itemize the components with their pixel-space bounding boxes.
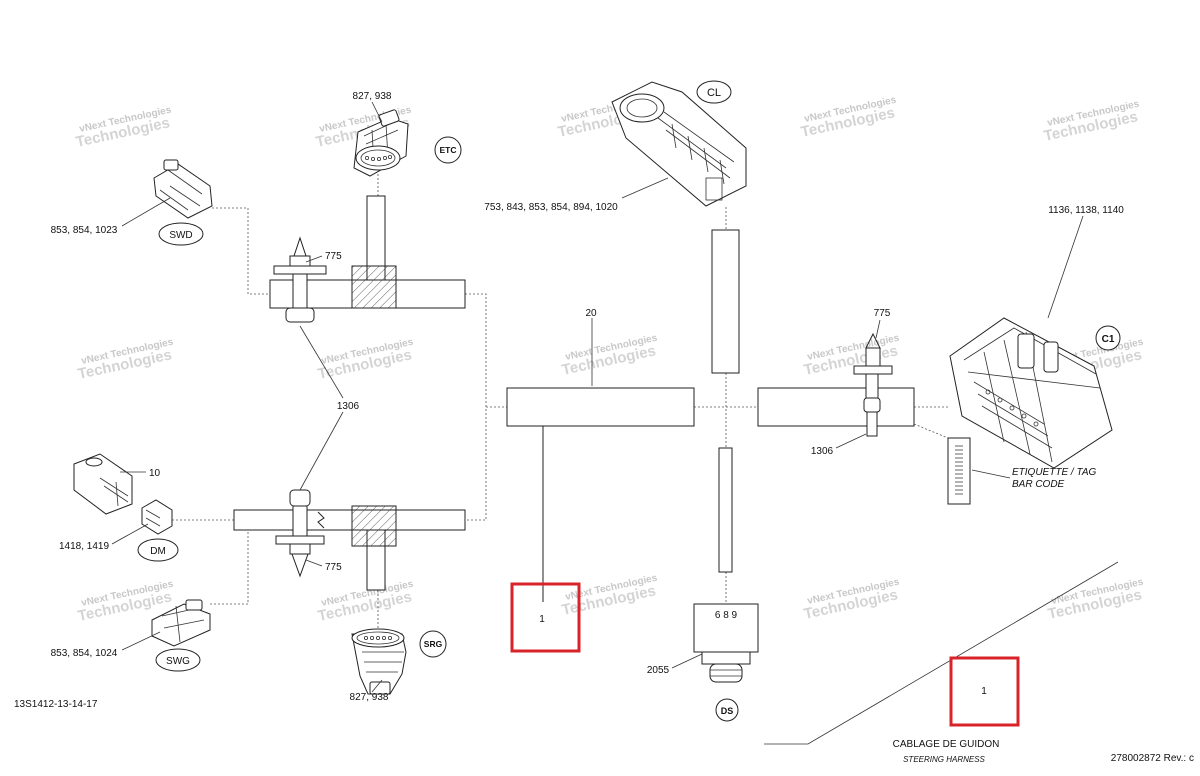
sleeve-callout-left: 1306 (337, 401, 360, 412)
title-french: CABLAGE DE GUIDON (893, 739, 1000, 750)
ds-part-number: 2055 (647, 665, 670, 676)
upper-left-junction-sleeve (351, 265, 397, 309)
dm-connector-label[interactable]: DM (137, 538, 179, 562)
highlight-box-right-label: 1 (981, 686, 987, 697)
swd-connector-label[interactable]: SWD (158, 222, 204, 246)
highlight-box-right[interactable]: 1 (949, 656, 1020, 727)
etc-connector-illustration (353, 109, 409, 177)
cl-part-numbers: 753, 843, 853, 854, 894, 1020 (484, 202, 618, 213)
harness-routing-lines (172, 162, 950, 628)
right-clip (853, 332, 893, 437)
cl-connector-illustration (611, 81, 747, 207)
clip-callout-right: 775 (874, 308, 891, 319)
barcode-tag-illustration (947, 437, 971, 505)
drawing-id: 13S1412-13-14-17 (14, 699, 98, 710)
leader-lines (111, 101, 1119, 745)
etc-connector-label[interactable]: ETC (434, 136, 462, 164)
srg-connector-illustration (351, 628, 407, 695)
right-harness-body (757, 387, 915, 427)
dm-connector-illustration (141, 499, 173, 535)
clip-callout-lower-left: 775 (325, 562, 342, 573)
etc-label-text: ETC (440, 145, 457, 155)
swg-label-text: SWG (166, 656, 190, 667)
lower-left-junction-sleeve (351, 505, 397, 547)
main-harness-body (506, 387, 695, 427)
ds-connector-label[interactable]: DS (715, 698, 739, 722)
swd-part-numbers: 853, 854, 1023 (51, 225, 118, 236)
srg-label-text: SRG (424, 639, 443, 649)
srg-connector-label[interactable]: SRG (419, 630, 447, 658)
ds-pin-numbers: 6 8 9 (715, 610, 738, 621)
harness-branch-upper-left (269, 195, 466, 323)
clip-callout-upper-left: 775 (325, 251, 342, 262)
harness-center (506, 229, 915, 602)
srg-part-numbers: 827, 938 (350, 692, 389, 703)
cl-connector-label[interactable]: CL (696, 80, 732, 104)
ds-connector-illustration (693, 603, 759, 683)
swd-connector-illustration (153, 159, 213, 219)
sleeve-callout-right: 1306 (811, 446, 834, 457)
title-block: 13S1412-13-14-17 CABLAGE DE GUIDON STEER… (14, 699, 1194, 764)
swg-part-numbers: 853, 854, 1024 (51, 648, 118, 659)
part-number-revision: 278002872 Rev.: c (1111, 753, 1194, 764)
c1-label-text: C1 (1102, 334, 1115, 345)
swg-connector-label[interactable]: SWG (155, 648, 201, 672)
c1-part-numbers: 1136, 1138, 1140 (1048, 205, 1124, 216)
connector-labels: CL ETC SWD DM SWG SRG DS C1 (137, 80, 1121, 722)
tag-label-line1: ETIQUETTE / TAG (1012, 467, 1096, 478)
part-callouts: 827, 938 753, 843, 853, 854, 894, 1020 8… (51, 91, 1125, 703)
swd-label-text: SWD (169, 230, 192, 241)
cl-lead (711, 229, 740, 374)
dm-label-text: DM (150, 546, 166, 557)
tag-label-line2: BAR CODE (1012, 479, 1065, 490)
harness-branch-lower-left (233, 489, 466, 591)
highlight-box-center[interactable]: 1 (510, 582, 581, 653)
dm-sensor-illustration (73, 453, 133, 515)
c1-connector-label[interactable]: C1 (1095, 325, 1121, 351)
highlight-box-center-label: 1 (539, 614, 545, 625)
ds-label-text: DS (721, 706, 734, 716)
cl-label-text: CL (707, 87, 721, 99)
dm-sensor-callout: 10 (149, 468, 161, 479)
lower-left-clip (275, 489, 325, 578)
lower-left-trunk (233, 509, 466, 531)
dm-part-numbers: 1418, 1419 (59, 541, 109, 552)
c1-connector-illustration (949, 317, 1113, 469)
harness-callout: 20 (585, 308, 597, 319)
title-english: STEERING HARNESS (903, 755, 985, 764)
ds-lead (718, 447, 733, 573)
upper-left-clip (273, 236, 327, 323)
etc-part-numbers: 827, 938 (353, 91, 392, 102)
